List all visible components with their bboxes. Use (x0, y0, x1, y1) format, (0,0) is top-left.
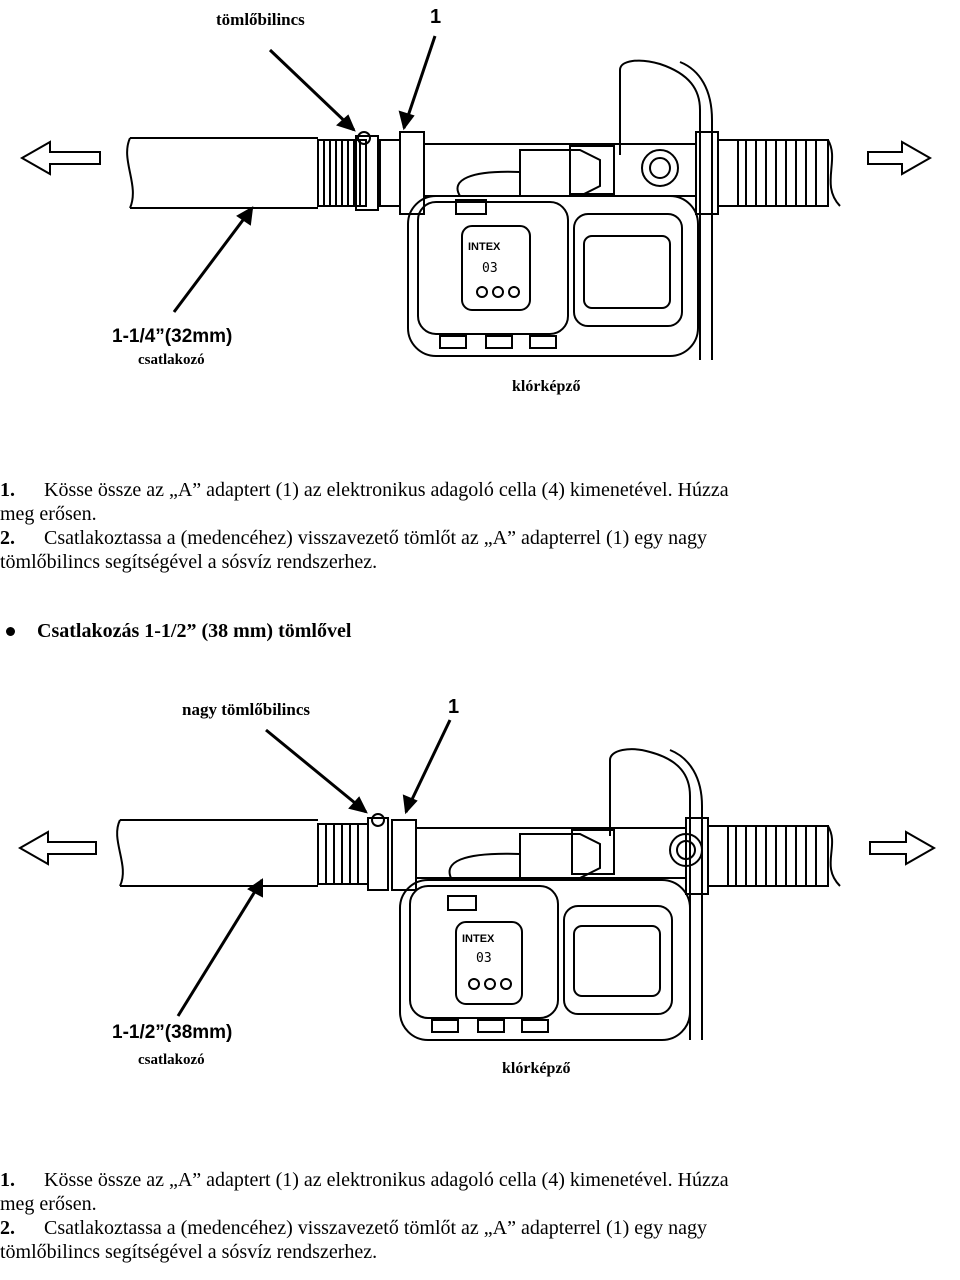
clamp-label: tömlőbilincs (216, 10, 305, 29)
clamp-label: nagy tömlőbilincs (182, 700, 310, 719)
size-label: 1-1/2”(38mm) (112, 1022, 233, 1043)
connector-label: csatlakozó (138, 352, 205, 368)
section-heading-row: Csatlakozás 1-1/2” (38 mm) tömlővel (0, 620, 351, 643)
step-text: Kösse össze az „A” adaptert (1) az elekt… (44, 1169, 729, 1191)
step-2-continuation: tömlőbilincs segítségével a sósvíz rends… (0, 1240, 960, 1264)
step-2: 2. Csatlakoztassa a (medencéhez) visszav… (0, 526, 960, 550)
step-1: 1. Kösse össze az „A” adaptert (1) az el… (0, 1168, 960, 1192)
brand-label: INTEX (468, 241, 501, 253)
connector-label: csatlakozó (138, 1052, 205, 1068)
step-number: 2. (0, 527, 15, 549)
step-text: Kösse össze az „A” adaptert (1) az elekt… (44, 479, 729, 501)
chlorinator-illustration-2: INTEX 03 (17, 719, 937, 1041)
step-text: Csatlakoztassa a (medencéhez) visszaveze… (44, 527, 708, 549)
step-text: Csatlakoztassa a (medencéhez) visszaveze… (44, 1217, 708, 1239)
brand-label: INTEX (462, 933, 495, 945)
chlorinator-label: klórképző (502, 1060, 571, 1077)
step-1-continuation: meg erősen. (0, 1192, 960, 1216)
step-1: 1. Kösse össze az „A” adaptert (1) az el… (0, 478, 960, 502)
step-2: 2. Csatlakoztassa a (medencéhez) visszav… (0, 1216, 960, 1240)
chlorinator-label: klórképző (512, 378, 581, 395)
number-label: 1 (430, 6, 442, 28)
instruction-list-1: 1. Kösse össze az „A” adaptert (1) az el… (0, 478, 960, 574)
instruction-list-2: 1. Kösse össze az „A” adaptert (1) az el… (0, 1168, 960, 1264)
step-text-cont: meg erősen. (0, 1193, 97, 1215)
display-readout: 03 (482, 261, 498, 276)
diagram-32mm: INTEX 03 tömlőbilincs 1 1-1/4”(32mm) csa… (0, 0, 960, 410)
step-number: 1. (0, 479, 15, 501)
number-label: 1 (448, 696, 460, 718)
step-2-continuation: tömlőbilincs segítségével a sósvíz rends… (0, 550, 960, 574)
step-number: 1. (0, 1169, 15, 1191)
step-text-cont: tömlőbilincs segítségével a sósvíz rends… (0, 551, 378, 573)
step-1-continuation: meg erősen. (0, 502, 960, 526)
size-label: 1-1/4”(32mm) (112, 326, 233, 347)
step-number: 2. (0, 1217, 15, 1239)
diagram-38mm: INTEX 03 nagy tömlőbilincs 1 1-1/2”(38mm… (0, 690, 960, 1100)
display-readout: 03 (476, 951, 492, 966)
section-heading: Csatlakozás 1-1/2” (38 mm) tömlővel (37, 620, 352, 642)
step-text-cont: tömlőbilincs segítségével a sósvíz rends… (0, 1241, 378, 1263)
bullet-icon (6, 627, 15, 636)
step-text-cont: meg erősen. (0, 503, 97, 525)
chlorinator-illustration-1: INTEX 03 (19, 35, 933, 360)
